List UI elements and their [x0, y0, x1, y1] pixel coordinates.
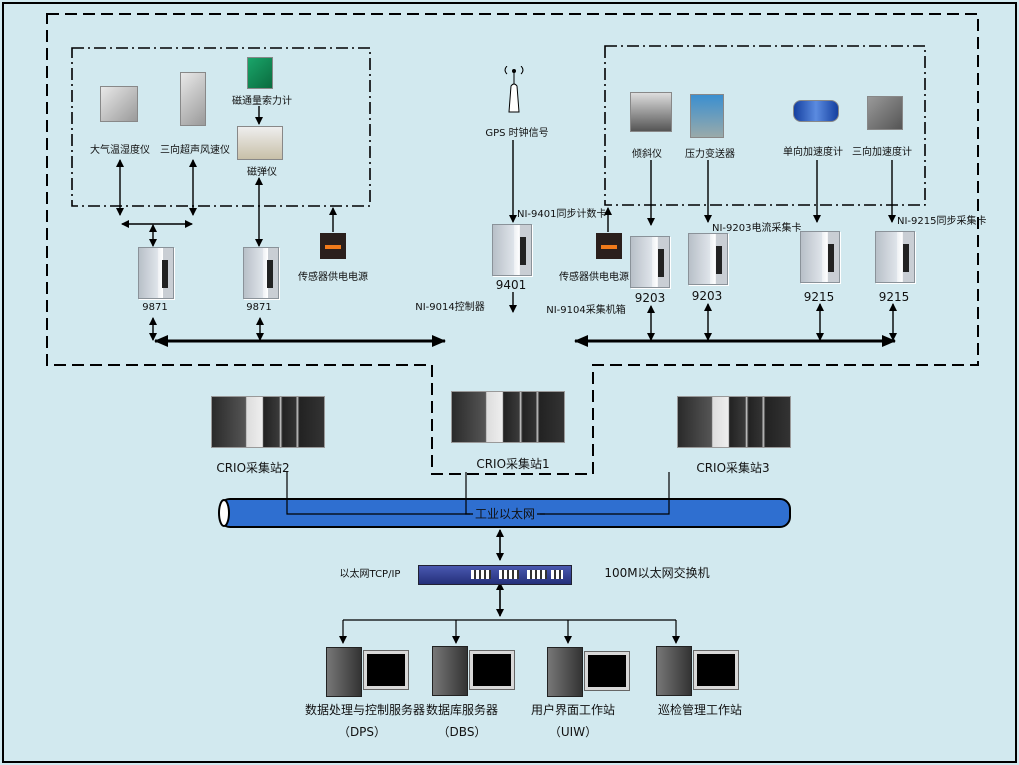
module-9215 — [800, 231, 840, 283]
sensor-label: 三向超声风速仪 — [160, 145, 230, 156]
sensor-label: 三向加速度计 — [852, 147, 912, 158]
power-supply-image — [320, 233, 346, 259]
server-tower-icon — [547, 647, 583, 697]
module-9203 — [630, 236, 670, 288]
module-label: 9215 — [878, 290, 910, 304]
magnetoelastic-meter-image — [237, 126, 283, 160]
sensor-label: 磁通量索力计 — [232, 96, 292, 107]
computer-abbr: （DPS） — [337, 725, 387, 739]
gps-label: GPS 时钟信号 — [485, 128, 549, 139]
sensor-label: 大气温湿度仪 — [90, 145, 150, 156]
switch-label: 100M以太网交换机 — [604, 566, 710, 580]
power-supply-label: 传感器供电电源 — [298, 272, 368, 283]
crio-station-2 — [211, 396, 325, 448]
module-9401 — [492, 224, 532, 276]
monitor-icon — [584, 651, 630, 691]
left-sensor-group — [71, 47, 371, 207]
ethernet-bus-label: 工业以太网 — [472, 505, 538, 522]
monitor-icon — [693, 650, 739, 690]
card-9203-label: NI-9203电流采集卡 — [712, 223, 802, 234]
module-label: 9871 — [142, 302, 168, 313]
power-supply-label: 传感器供电电源 — [559, 272, 629, 283]
module-9203 — [688, 233, 728, 285]
computer-label: 数据库服务器 — [425, 703, 499, 717]
module-9871 — [138, 247, 174, 299]
module-label: 9203 — [634, 291, 666, 305]
module-9215 — [875, 231, 915, 283]
sensor-label: 倾斜仪 — [632, 149, 662, 160]
module-label: 9871 — [246, 302, 272, 313]
uniaxial-accelerometer-image — [793, 100, 839, 122]
pressure-transmitter-image — [690, 94, 724, 138]
crio-station-1 — [451, 391, 565, 443]
computer-label: 用户界面工作站 — [530, 703, 616, 717]
temp-humidity-sensor-image — [100, 86, 138, 122]
gps-card-label: NI-9401同步计数卡 — [517, 209, 607, 220]
station-label: CRIO采集站1 — [476, 457, 550, 471]
server-tower-icon — [326, 647, 362, 697]
ethernet-switch-image — [418, 565, 572, 585]
computer-label: 巡检管理工作站 — [657, 703, 743, 717]
right-sensor-group — [604, 45, 926, 206]
chassis-label: NI-9104采集机箱 — [546, 305, 626, 316]
protocol-label: 以太网TCP/IP — [339, 569, 401, 580]
crio-station-3 — [677, 396, 791, 448]
module-label: 9401 — [495, 278, 527, 292]
module-9871 — [243, 247, 279, 299]
sensor-label: 压力变送器 — [685, 149, 735, 160]
computer-abbr: （DBS） — [437, 725, 487, 739]
triaxial-accelerometer-image — [867, 96, 903, 130]
anemometer-image — [180, 72, 206, 126]
station-label: CRIO采集站3 — [696, 461, 770, 475]
sensor-label: 单向加速度计 — [783, 147, 843, 158]
station1-boundary — [46, 13, 979, 475]
cable-force-meter-image — [247, 57, 273, 89]
monitor-icon — [469, 650, 515, 690]
server-tower-icon — [432, 646, 468, 696]
server-tower-icon — [656, 646, 692, 696]
module-label: 9215 — [803, 290, 835, 304]
card-9215-label: NI-9215同步采集卡 — [897, 216, 987, 227]
power-supply-image — [596, 233, 622, 259]
inclinometer-image — [630, 92, 672, 132]
computer-abbr: （UIW） — [548, 725, 598, 739]
computer-label: 数据处理与控制服务器 — [304, 703, 426, 717]
module-label: 9203 — [691, 289, 723, 303]
controller-label: NI-9014控制器 — [415, 302, 485, 313]
station-label: CRIO采集站2 — [216, 461, 290, 475]
sensor-label: 磁弹仪 — [247, 167, 277, 178]
gps-antenna-icon — [504, 66, 524, 113]
monitor-icon — [363, 650, 409, 690]
